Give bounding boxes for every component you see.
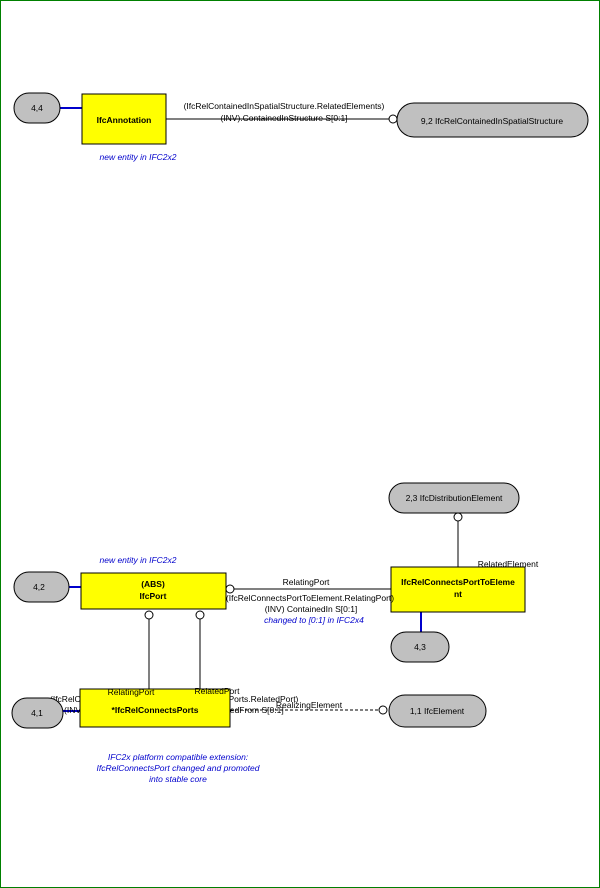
terminal-9-2-label: 9,2 IfcRelContainedInSpatialStructure	[421, 116, 563, 126]
note-platform-line1: IFC2x platform compatible extension:	[108, 752, 249, 762]
relation-end-circle-port-b	[144, 610, 154, 620]
entity-ifcannotation-label: IfcAnnotation	[97, 115, 152, 125]
label-contained-in-inv: (INV) ContainedIn S[0:1]	[265, 604, 358, 614]
terminal-1-1-label: 1,1 IfcElement	[410, 706, 465, 716]
entity-ifcport-abs: (ABS)	[141, 579, 165, 589]
entity-ifcrelconnectsporttoelement-line1: IfcRelConnectsPortToEleme	[401, 577, 515, 587]
label-related-element-a: RelatedElement	[478, 559, 539, 569]
terminal-4-1[interactable]	[11, 697, 64, 729]
label-contained-inv: (INV).ContainedInStructure S[0:1]	[220, 113, 347, 123]
relation-end-circle-contained	[388, 114, 398, 124]
terminal-4-3-label: 4,3	[414, 642, 426, 652]
terminal-4-3[interactable]	[390, 631, 450, 663]
entity-ifcannotation[interactable]	[81, 93, 167, 145]
entity-ifcrelconnectsports-label: *IfcRelConnectsPorts	[112, 705, 199, 715]
terminal-2-3-label: 2,3 IfcDistributionElement	[406, 493, 503, 503]
label-relating-port-b: RelatingPort	[108, 687, 155, 697]
relation-end-circle-distribution	[453, 512, 463, 522]
label-related-port: RelatedPort	[195, 686, 241, 696]
label-realizing-element: RealizingElement	[276, 700, 343, 710]
note-annotation-new: new entity in IFC2x2	[99, 152, 176, 162]
terminal-2-3[interactable]	[388, 482, 520, 514]
terminal-4-1-label: 4,1	[31, 708, 43, 718]
terminal-4-4-label: 4,4	[31, 103, 43, 113]
relation-end-circle-port-a	[225, 584, 235, 594]
entity-ifcrelconnectsports[interactable]	[79, 688, 231, 728]
terminal-9-2[interactable]	[396, 102, 589, 138]
entity-ifcrelconnectsporttoelement-line2: nt	[454, 589, 462, 599]
relation-end-circle-port-c	[195, 610, 205, 620]
label-port-to-element-rel: (IfcRelConnectsPortToElement.RelatingPor…	[226, 593, 394, 603]
entity-ifcport[interactable]	[80, 572, 227, 610]
label-ports-related-port: (IfcRelConnectsPorts.RelatedPort)	[168, 694, 299, 704]
label-relating-port-a: RelatingPort	[283, 577, 330, 587]
note-platform-line2: IfcRelConnectsPort changed and promoted	[96, 763, 259, 773]
note-contained-changed: changed to [0:1] in IFC2x4	[264, 615, 364, 625]
terminal-1-1[interactable]	[388, 694, 487, 728]
entity-ifcrelconnectsporttoelement[interactable]	[390, 566, 526, 613]
terminal-4-4[interactable]	[13, 92, 61, 124]
terminal-4-2[interactable]	[13, 571, 70, 603]
terminal-4-2-label: 4,2	[33, 582, 45, 592]
label-contained-rel: (IfcRelContainedInSpatialStructure.Relat…	[184, 101, 385, 111]
relation-end-circle-element	[378, 705, 388, 715]
note-platform-line3: into stable core	[149, 774, 207, 784]
note-port-new: new entity in IFC2x2	[99, 555, 176, 565]
entity-ifcport-label: IfcPort	[140, 591, 167, 601]
